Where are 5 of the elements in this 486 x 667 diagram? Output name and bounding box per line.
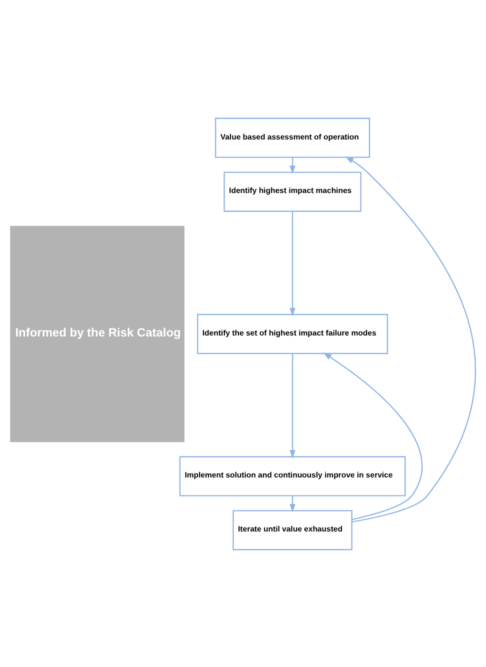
node-box: Informed by the Risk Catalog bbox=[10, 225, 184, 442]
arrow bbox=[345, 156, 476, 522]
arrow bbox=[323, 352, 422, 520]
arrow bbox=[290, 353, 296, 458]
arrow bbox=[290, 210, 296, 316]
